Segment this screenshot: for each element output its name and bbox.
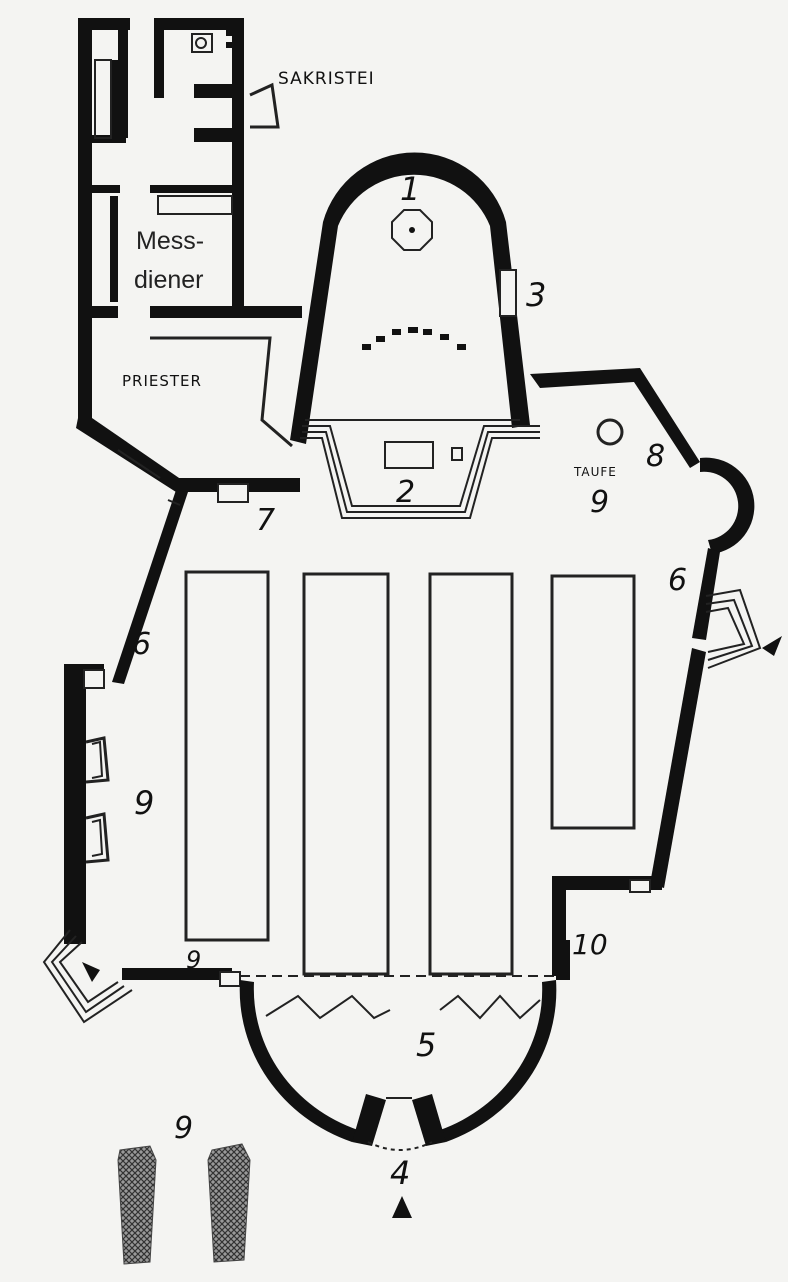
number-9-left: 9 [134, 784, 154, 822]
number-2: 2 [396, 475, 415, 510]
number-7: 7 [256, 503, 275, 538]
pew-block-3 [428, 572, 514, 976]
number-9-taufe: 9 [590, 485, 609, 520]
pew-block-1 [184, 570, 270, 942]
sacristy-walls [78, 18, 302, 428]
number-4: 4 [390, 1154, 410, 1192]
number-6-left: 6 [132, 627, 151, 662]
number-10: 10 [572, 928, 608, 961]
pew-block-4 [550, 574, 636, 830]
number-1: 1 [400, 170, 420, 208]
label-sakristei: SAKRISTEI [278, 69, 375, 89]
label-priester: PRIESTER [122, 372, 202, 390]
number-3: 3 [526, 276, 546, 314]
altar-steps-arc [362, 327, 466, 350]
number-9-legend: 9 [174, 1111, 193, 1146]
label-taufe: TAUFE [573, 465, 617, 479]
number-5: 5 [416, 1026, 436, 1064]
nave-walls [42, 368, 782, 1024]
legend-confessional-symbols [117, 1143, 251, 1265]
number-8: 8 [646, 439, 665, 474]
chancel-steps [300, 419, 540, 519]
entrance-vestibule [239, 980, 557, 1218]
apse [290, 152, 540, 519]
sacristy-fixtures [94, 30, 280, 215]
priester-room-walls [76, 336, 293, 492]
label-messdiener-2: diener [134, 266, 204, 294]
number-6-right: 6 [668, 563, 687, 598]
number-9-entrance: 9 [186, 946, 201, 974]
label-messdiener-1: Mess- [136, 227, 204, 255]
pews [184, 570, 636, 976]
pew-block-2 [302, 572, 390, 976]
baptismal-font [596, 418, 624, 446]
confessionals [85, 736, 110, 864]
